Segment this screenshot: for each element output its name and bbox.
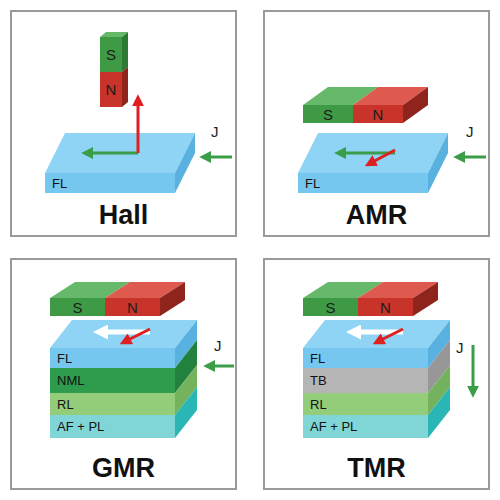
layer-label: AF + PL bbox=[57, 419, 104, 434]
free-layer: FL bbox=[298, 173, 428, 193]
pole-letter: N bbox=[106, 82, 117, 97]
magnet-pole: N bbox=[100, 72, 122, 107]
free-layer: FL bbox=[45, 173, 175, 193]
panel-title: Hall bbox=[99, 201, 149, 231]
free-layer: FL bbox=[50, 348, 175, 368]
gmr-illustration bbox=[50, 282, 234, 438]
magnet-pole: S bbox=[303, 298, 358, 316]
magnetization-arrow bbox=[369, 150, 395, 164]
current-label: J bbox=[466, 124, 474, 139]
magnet-side bbox=[122, 32, 128, 72]
layer-label: FL bbox=[52, 176, 67, 191]
pole-letter: S bbox=[106, 47, 116, 62]
tunnel-barrier: TB bbox=[303, 368, 428, 393]
layer-label: RL bbox=[310, 397, 327, 412]
pinning-layer: AF + PL bbox=[303, 415, 428, 438]
free-layer: FL bbox=[303, 348, 428, 368]
current-arrow bbox=[458, 156, 486, 159]
layer-side bbox=[175, 387, 197, 438]
panel-title: AMR bbox=[346, 201, 408, 231]
current-arrow bbox=[208, 365, 234, 368]
magnet-pole: S bbox=[303, 105, 353, 123]
layer-label: FL bbox=[57, 351, 72, 366]
layer-label: FL bbox=[305, 176, 320, 191]
effect-panel: Hall S N FL bbox=[10, 10, 237, 237]
reference-layer: RL bbox=[303, 393, 428, 415]
layer-side bbox=[175, 133, 195, 193]
panel-title: GMR bbox=[92, 454, 155, 484]
current-label: J bbox=[211, 124, 219, 139]
layer-top bbox=[45, 133, 195, 173]
magnet-side bbox=[403, 87, 428, 123]
pole-letter: N bbox=[380, 300, 391, 315]
magnet-side bbox=[160, 282, 185, 316]
pole-letter: S bbox=[323, 107, 333, 122]
layer-side bbox=[428, 387, 450, 438]
hall-illustration bbox=[45, 32, 232, 193]
layer-label: TB bbox=[310, 373, 327, 388]
magnet-pole: S bbox=[50, 298, 105, 316]
pole-letter: S bbox=[325, 300, 335, 315]
magnet-side bbox=[413, 282, 438, 316]
magnet-pole: N bbox=[358, 298, 413, 316]
layer-label: RL bbox=[57, 397, 74, 412]
reference-layer: RL bbox=[50, 393, 175, 415]
pole-letter: N bbox=[127, 300, 138, 315]
magnet-pole: S bbox=[100, 37, 122, 72]
layer-side bbox=[428, 133, 448, 193]
pinning-layer: AF + PL bbox=[50, 415, 175, 438]
layer-top bbox=[303, 320, 450, 348]
spacer-layer: NML bbox=[50, 368, 175, 393]
current-label: J bbox=[214, 338, 222, 353]
current-arrow bbox=[204, 156, 232, 159]
current-label: J bbox=[456, 340, 464, 355]
magnet-pole: N bbox=[353, 105, 403, 123]
layer-top bbox=[298, 133, 448, 173]
amr-illustration bbox=[298, 87, 486, 193]
pole-letter: S bbox=[72, 300, 82, 315]
current-arrow bbox=[472, 345, 475, 393]
layer-label: FL bbox=[310, 351, 325, 366]
magnet-pole: N bbox=[105, 298, 160, 316]
current-arrow bbox=[86, 152, 138, 155]
layer-top bbox=[50, 320, 197, 348]
magnet-side bbox=[122, 67, 128, 107]
panel-title: TMR bbox=[347, 454, 405, 484]
tmr-illustration bbox=[303, 282, 473, 438]
layer-label: AF + PL bbox=[310, 419, 357, 434]
layer-label: NML bbox=[57, 373, 84, 388]
magnetization-arrow bbox=[377, 329, 403, 342]
magnetization-arrow bbox=[124, 329, 150, 342]
effect-panel: GMR S N FL NML RL AF + PL bbox=[10, 258, 237, 490]
magnetization-arrow bbox=[137, 99, 140, 153]
effect-panel: AMR S N FL bbox=[263, 10, 490, 237]
pole-letter: N bbox=[373, 107, 384, 122]
effect-panel: TMR S N FL TB RL AF + PL bbox=[263, 258, 490, 490]
